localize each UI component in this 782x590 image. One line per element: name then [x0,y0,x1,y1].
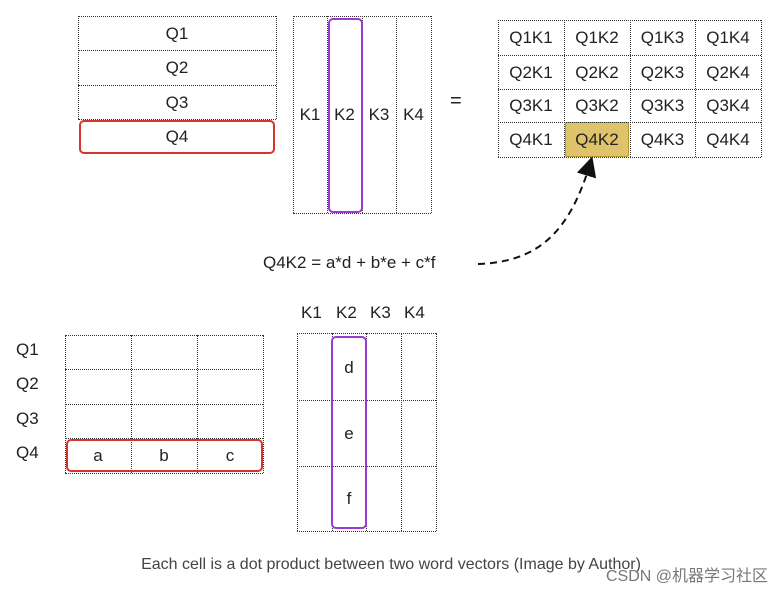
grid-line [327,16,328,213]
result-cell: Q2K3 [640,62,685,82]
grid-line [401,333,402,531]
grid-line [78,50,276,51]
grid-line [276,16,277,119]
k-col-label: K4 [404,303,425,322]
grid-line [65,335,66,473]
result-cell: Q4K3 [640,130,685,149]
result-cell: Q1K2 [575,28,619,47]
dashed-arrow [477,156,597,265]
q-row-label: Q2 [16,374,39,393]
grid-line [498,157,761,158]
equals-sign: = [450,90,462,112]
grid-line [695,20,696,157]
q-row-label: Q1 [16,340,39,359]
grid-line [564,20,565,157]
result-cell: Q3K3 [640,96,685,115]
grid-line [297,531,436,532]
result-cell-q4k2: Q4K2 [575,130,619,149]
q4-value: a [93,446,103,465]
result-cell: Q2K1 [509,62,553,82]
grid-line [78,119,276,120]
grid-line [65,369,263,370]
grid-line [78,16,276,17]
grid-line [498,89,761,90]
grid-line [436,333,437,531]
q-row-label: Q1 [165,23,189,43]
grid-line [65,438,263,439]
grid-line [78,16,79,119]
k2-highlight-box [331,336,367,529]
q-row-label: Q3 [16,409,39,428]
q4-value: c [225,446,235,465]
k-col-label: K1 [299,105,321,124]
result-cell: Q3K2 [575,96,619,115]
grid-line [131,335,132,473]
k2-highlight-box [328,18,363,213]
result-cell: Q4K1 [509,130,553,149]
grid-line [293,213,431,214]
grid-line [293,16,294,213]
k-col-label: K2 [336,303,357,322]
k-col-label: K3 [370,303,391,322]
grid-line [297,333,298,531]
grid-line [498,20,761,21]
k-col-label: K1 [301,303,322,322]
figure-caption: Each cell is a dot product between two w… [141,556,641,573]
q-row-label: Q3 [165,92,189,112]
result-cell: Q4K4 [706,130,750,149]
grid-line [78,85,276,86]
k-col-label: K4 [403,105,424,124]
grid-line [761,20,762,157]
q-row-label: Q4 [16,443,39,462]
k-col-label: K3 [368,105,390,124]
formula-text: Q4K2 = a*d + b*e + c*f [263,253,436,272]
grid-line [65,404,263,405]
result-cell: Q1K3 [640,28,685,47]
grid-line [498,55,761,56]
k2-value: f [346,489,352,508]
q4k2-highlight [565,122,629,157]
q4-highlight-box [66,439,263,472]
result-cell: Q1K4 [706,28,750,47]
result-cell: Q3K1 [509,96,553,115]
k2-value: d [344,358,354,377]
q4-value: b [159,446,169,465]
q4-highlight-box [79,120,275,154]
result-cell: Q2K4 [706,62,750,82]
q-row-label: Q2 [165,58,189,77]
grid-line [396,16,397,213]
result-cell: Q1K1 [509,28,553,47]
k2-value: e [344,424,354,443]
grid-line [498,20,499,157]
grid-line [263,335,264,473]
watermark: CSDN @机器学习社区 [605,568,768,585]
grid-line [498,122,761,123]
grid-line [630,20,631,157]
result-cell: Q2K2 [575,62,619,82]
q-row-label: Q4 [165,127,189,146]
result-cell: Q3K4 [706,96,750,115]
k-col-label: K2 [334,105,355,124]
grid-line [197,335,198,473]
grid-line [65,473,263,474]
grid-line [431,16,432,213]
grid-line [65,335,263,336]
